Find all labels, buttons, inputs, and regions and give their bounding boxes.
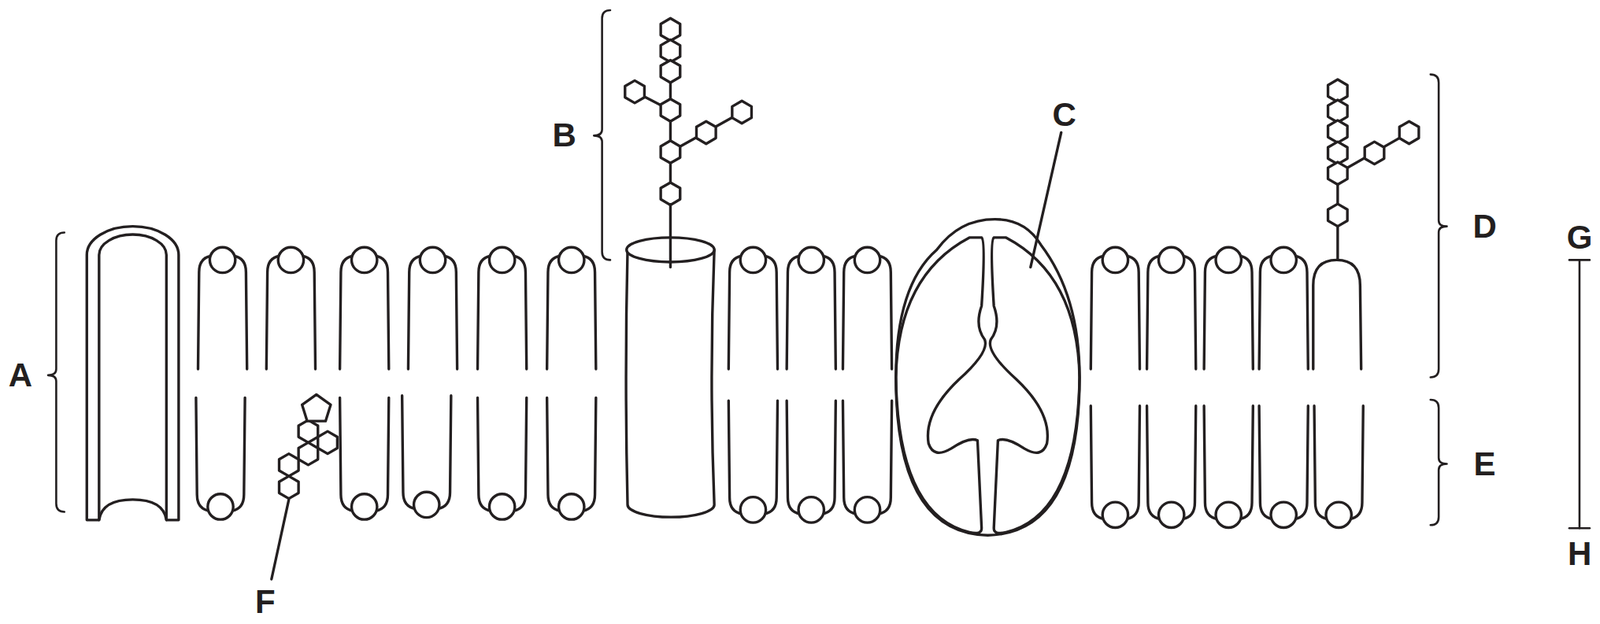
part-label: B [551, 118, 576, 152]
thickness-scale [1569, 259, 1590, 529]
part-label: C [1051, 98, 1076, 132]
phospholipid-top [198, 247, 1309, 370]
phospholipid-bottom [196, 396, 1363, 529]
channel-protein [86, 226, 179, 521]
integral-protein [896, 132, 1080, 536]
part-label: E [1474, 448, 1497, 482]
part-label: D [1472, 210, 1497, 244]
bracket [48, 10, 1447, 526]
cholesterol [271, 394, 338, 580]
glycoprotein [625, 18, 752, 518]
part-label: F [255, 585, 276, 619]
part-label: A [8, 359, 33, 393]
part-label: G [1566, 221, 1593, 255]
glycolipid [1313, 79, 1419, 370]
part-label: H [1567, 537, 1592, 571]
